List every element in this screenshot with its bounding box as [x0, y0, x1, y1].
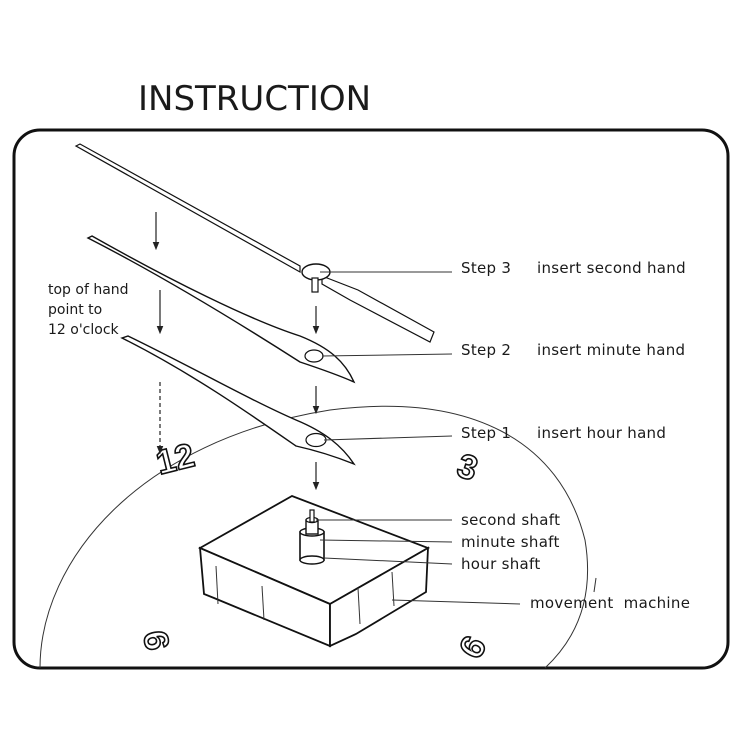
- leader-line: [391, 599, 521, 605]
- dial-number-12: 12: [152, 436, 199, 484]
- clock-face-outline: [39, 405, 589, 669]
- leader-line: [319, 539, 453, 543]
- dial-number-6: 6: [451, 629, 495, 666]
- leader-line: [323, 557, 453, 565]
- hand-orientation-note: top of hand point to 12 o'clock: [48, 282, 129, 338]
- svg-text:Step 3: Step 3: [461, 259, 511, 277]
- diagram-frame: [12, 128, 730, 670]
- svg-text:Step 1: Step 1: [461, 424, 511, 442]
- svg-text:6: 6: [452, 630, 494, 665]
- step-1-label: Step 1 insert hour hand: [461, 424, 666, 442]
- svg-text:12 o'clock: 12 o'clock: [48, 322, 120, 338]
- page-title: INSTRUCTION: [138, 79, 371, 119]
- dial-number-3: 3: [452, 446, 483, 490]
- second-shaft-label: second shaft: [461, 511, 560, 529]
- leader-line: [321, 353, 453, 357]
- tick-mark: [593, 577, 597, 593]
- svg-text:insert hour hand: insert hour hand: [537, 424, 666, 442]
- svg-text:point to: point to: [48, 302, 102, 318]
- movement-machine-label: movement machine: [530, 594, 690, 612]
- step-3-label: Step 3 insert second hand: [461, 259, 686, 277]
- step-2-label: Step 2 insert minute hand: [461, 341, 685, 359]
- svg-text:insert minute hand: insert minute hand: [537, 341, 685, 359]
- svg-text:9: 9: [137, 628, 178, 653]
- svg-text:12: 12: [152, 436, 198, 482]
- leader-line: [323, 435, 453, 441]
- svg-text:Step 2: Step 2: [461, 341, 511, 359]
- second-hand: [74, 143, 435, 343]
- svg-text:3: 3: [453, 447, 483, 489]
- hour-shaft-label: hour shaft: [461, 555, 541, 573]
- minute-shaft-label: minute shaft: [461, 533, 560, 551]
- minute-hand: [86, 235, 356, 384]
- svg-text:insert second hand: insert second hand: [537, 259, 686, 277]
- hour-hand: [120, 335, 356, 466]
- dial-number-9: 9: [136, 627, 178, 654]
- svg-text:top of hand: top of hand: [48, 282, 129, 298]
- movement-machine: [197, 495, 431, 648]
